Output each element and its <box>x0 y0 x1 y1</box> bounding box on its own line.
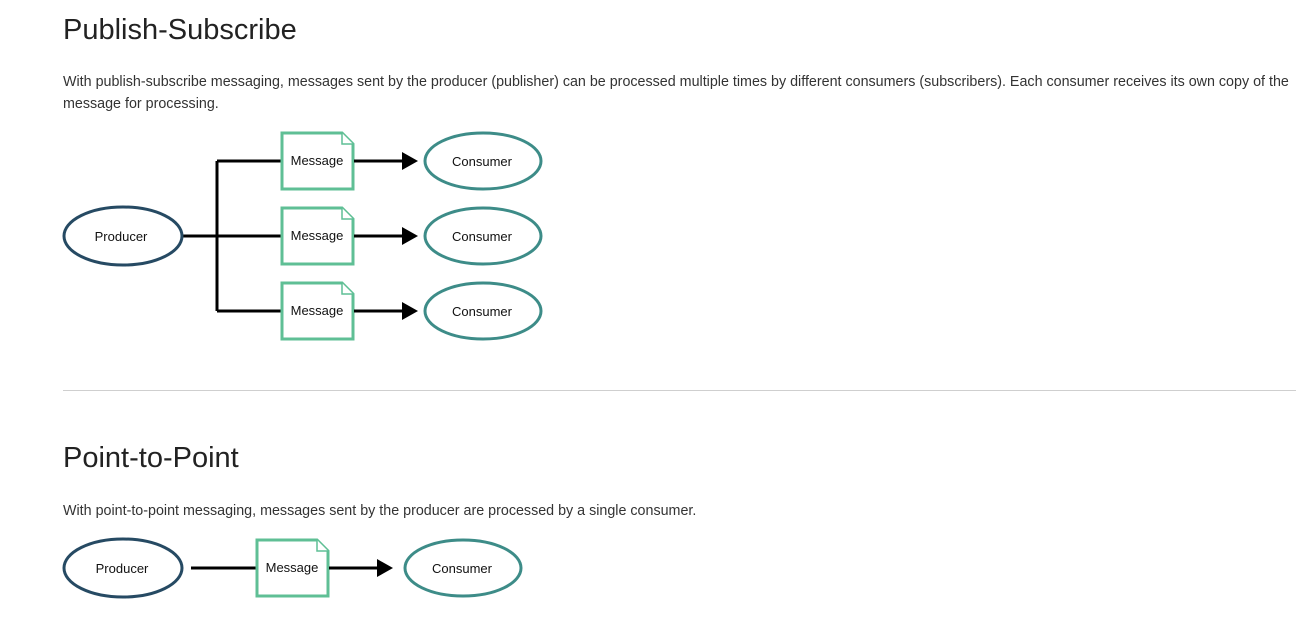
pubsub-consumer-label-1: Consumer <box>452 154 513 169</box>
pubsub-message-node-1: Message <box>280 131 355 191</box>
p2p-producer-label: Producer <box>96 561 149 576</box>
pubsub-consumer-node-2: Consumer <box>423 206 543 266</box>
pubsub-arrowhead-2 <box>402 227 418 245</box>
p2p-consumer-node: Consumer <box>403 538 523 598</box>
pubsub-consumer-node-3: Consumer <box>423 281 543 341</box>
pubsub-heading: Publish-Subscribe <box>63 14 297 46</box>
pubsub-arrowhead-3 <box>402 302 418 320</box>
pubsub-description: With publish-subscribe messaging, messag… <box>63 74 1289 112</box>
pubsub-message-node-3: Message <box>280 281 355 341</box>
pubsub-producer-label: Producer <box>95 229 148 244</box>
p2p-consumer-label: Consumer <box>432 561 493 576</box>
p2p-description: With point-to-point messaging, messages … <box>63 503 697 519</box>
pubsub-arrowhead-1 <box>402 152 418 170</box>
pubsub-message-label-1: Message <box>291 153 344 168</box>
p2p-heading: Point-to-Point <box>63 442 239 474</box>
pubsub-producer-node: Producer <box>62 205 184 267</box>
pubsub-diagram: Producer Message Consumer Message Consum… <box>62 131 543 341</box>
p2p-message-label: Message <box>266 560 319 575</box>
pubsub-message-label-2: Message <box>291 228 344 243</box>
section-divider <box>63 390 1296 391</box>
pubsub-consumer-node-1: Consumer <box>423 131 543 191</box>
pubsub-message-node-2: Message <box>280 206 355 266</box>
p2p-diagram: Producer Message Consumer <box>62 537 523 599</box>
p2p-message-node: Message <box>255 538 330 598</box>
pubsub-message-label-3: Message <box>291 303 344 318</box>
p2p-producer-node: Producer <box>62 537 184 599</box>
pubsub-consumer-label-2: Consumer <box>452 229 513 244</box>
p2p-arrowhead <box>377 559 393 577</box>
pubsub-consumer-label-3: Consumer <box>452 304 513 319</box>
